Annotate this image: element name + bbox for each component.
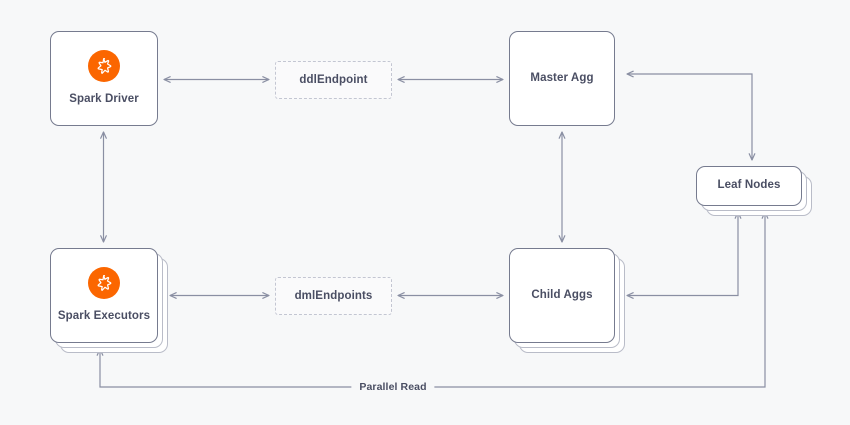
edge-parallel-read <box>96 211 769 388</box>
node-label: Spark Executors <box>57 310 151 323</box>
endpoint-label: ddlEndpoint <box>299 74 368 86</box>
node-label: Spark Driver <box>69 93 139 106</box>
node-child-aggs[interactable]: Child Aggs <box>509 248 615 343</box>
node-spark-driver[interactable]: Spark Driver <box>50 31 158 126</box>
spark-logo-icon <box>88 50 120 83</box>
node-label: Leaf Nodes <box>717 179 781 192</box>
spark-logo-icon <box>88 267 120 300</box>
node-master-agg[interactable]: Master Agg <box>509 31 615 126</box>
node-leaf-nodes[interactable]: Leaf Nodes <box>696 166 802 206</box>
edge-master-leaf <box>626 70 756 161</box>
endpoint-dml[interactable]: dmlEndpoints <box>275 277 392 315</box>
node-spark-executors[interactable]: Spark Executors <box>50 248 158 343</box>
endpoint-ddl[interactable]: ddlEndpoint <box>275 61 392 99</box>
node-label: Child Aggs <box>531 288 593 301</box>
endpoint-label: dmlEndpoints <box>294 290 373 302</box>
node-label: Master Agg <box>530 71 594 84</box>
edge-child-leaf <box>626 211 742 299</box>
edge-label-parallel-read: Parallel Read <box>351 381 435 393</box>
